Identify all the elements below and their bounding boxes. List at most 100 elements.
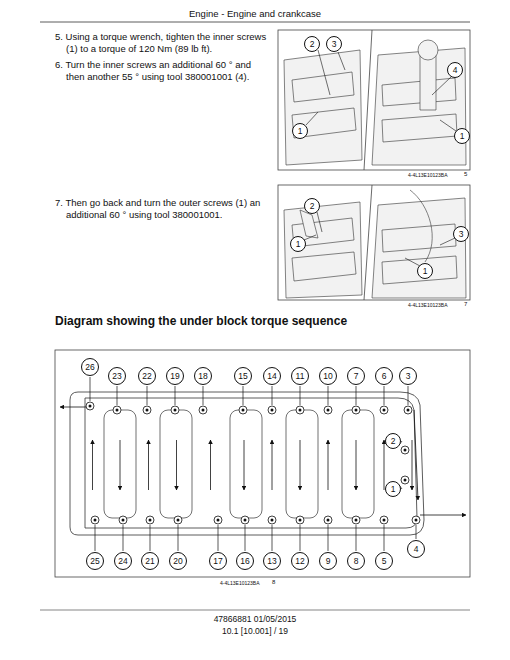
block-detail [60,50,466,551]
illustration-stroke [123,525,124,551]
illustration-stroke [420,55,436,110]
illustration-stroke [175,386,176,405]
illustration-stroke [304,235,316,240]
illustration-stroke [356,386,357,405]
illustration-stroke [268,516,276,524]
illustration-stroke [338,52,345,70]
callout-number: 21 [141,552,159,570]
illustration-stroke [416,525,417,539]
illustration-stroke [299,409,302,412]
illustration-stroke [356,525,357,551]
instruction-step: 6. Turn the inner screws an additional 6… [55,59,267,83]
illustration-stroke [210,440,211,490]
illustration-stroke [86,402,94,410]
section-heading: Diagram showing the under block torque s… [55,314,347,328]
illustration-stroke [146,516,154,524]
illustration-stroke [440,238,455,245]
illustration-stroke [116,409,119,412]
illustration-stroke [90,377,91,401]
callout-number: 22 [138,367,156,385]
illustration-stroke [384,386,385,405]
illustration-stroke [380,406,388,414]
illustration-stroke [284,202,362,298]
illustration-stroke [300,440,301,490]
illustration-stroke [113,406,121,414]
illustration-stroke [55,350,470,577]
callout-number: 1 [292,123,308,139]
illustration-stroke [286,410,318,518]
callout-number: 3 [326,36,342,52]
callout-number: 12 [291,552,309,570]
illustration-stroke [284,190,466,298]
illustration-stroke [404,406,412,414]
illustration-stroke [174,516,182,524]
callout-number: 26 [81,358,99,376]
callout-number: 7 [347,367,365,385]
illustration-stroke [245,525,246,551]
callout-number: 24 [114,552,132,570]
callout-number: 1 [385,481,401,497]
illustration-stroke [355,519,358,522]
illustration-stroke [440,120,456,131]
illustration-stroke [328,525,329,551]
illustration-stroke [239,406,247,414]
illustration-stroke [292,108,356,138]
illustration-stroke [418,40,438,60]
illustration-stroke [404,479,407,482]
figure-code: 4-4L13E10123BA [220,580,259,586]
illustration-stroke [296,516,304,524]
illustration-stroke [306,112,318,125]
illustration-stroke [299,519,302,522]
illustration-stroke [243,386,244,405]
illustration-stroke [383,519,386,522]
illustration-stroke [117,386,118,405]
illustration-stroke [401,446,409,454]
illustration-stroke [199,406,207,414]
illustration-stroke [382,256,457,284]
callout-number: 6 [375,367,393,385]
illustration-stroke [324,406,332,414]
illustration-stroke [412,516,420,524]
illustration-stroke [300,210,318,238]
illustration-stroke [410,190,432,262]
illustration-stroke [271,409,274,412]
illustration-stroke [300,386,301,405]
illustration-stroke [300,525,301,551]
callout-number: 5 [375,552,393,570]
illustration-stroke [352,406,360,414]
callout-number: 13 [263,552,281,570]
illustration-stroke [268,406,276,414]
illustration-stroke [176,440,177,490]
illustration-stroke [401,476,409,484]
illustration-stroke [278,185,470,300]
illustration-stroke [420,515,466,516]
callout-number: 1 [454,128,470,144]
illustration-stroke [119,516,127,524]
illustration-stroke [380,516,388,524]
illustration-stroke [382,114,457,142]
illustration-stroke [278,30,470,170]
illustration-stroke [271,519,274,522]
illustration-stroke [342,410,374,518]
callout-number: 23 [108,367,126,385]
illustration-stroke [202,409,205,412]
illustration-stroke [412,440,413,490]
callout-number: 2 [304,198,320,214]
callout-number: 9 [319,552,337,570]
callout-number: 15 [234,367,252,385]
instruction-step: 7. Then go back and turn the outer screw… [55,197,267,221]
illustration-stroke [405,258,420,266]
illustration-stroke [122,519,125,522]
illustration-stroke [150,525,151,551]
callout-number: 11 [291,367,309,385]
illustration-stroke [230,410,262,518]
callout-number: 4 [407,540,425,558]
illustration-stroke [214,516,222,524]
illustration-stroke [284,50,362,165]
illustration-stroke [292,72,354,102]
illustration-stroke [217,519,220,522]
illustration-stroke [178,525,179,551]
callout-number: 20 [169,552,187,570]
figure-number: 5 [464,171,467,177]
